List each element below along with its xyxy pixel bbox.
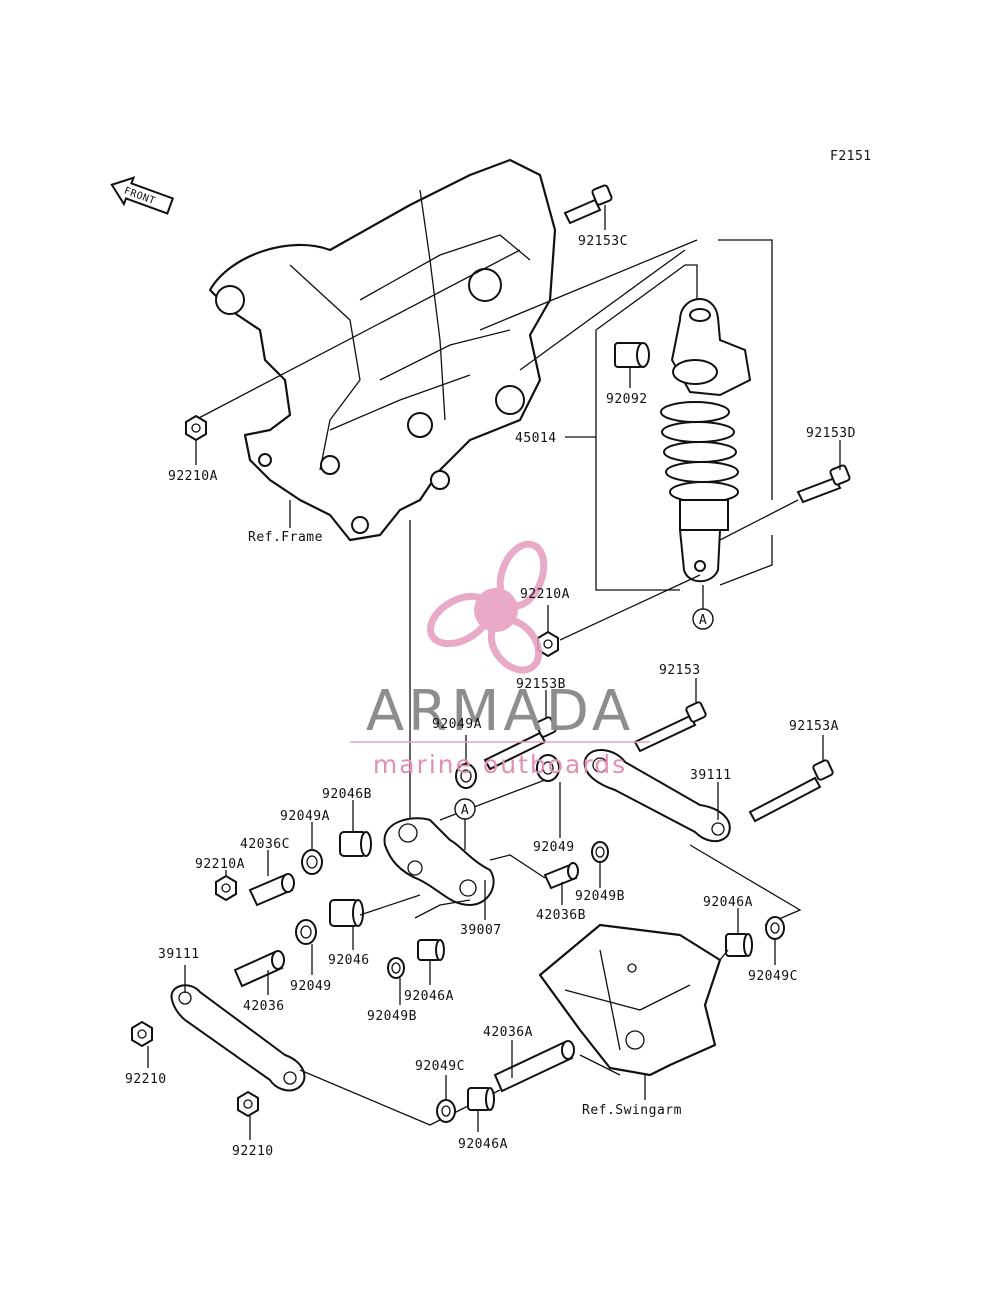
label-92049A-left: 92049A (280, 809, 330, 824)
label-92049A-top: 92049A (432, 717, 482, 732)
seal-92049 (536, 754, 560, 782)
seal-92049-lower (295, 919, 317, 945)
label-92153C: 92153C (578, 234, 628, 249)
rocker-arm-39007 (383, 817, 495, 907)
label-39111-left: 39111 (158, 947, 200, 962)
armada-watermark: ARMADA marine outboards (350, 540, 650, 779)
label-42036: 42036 (243, 999, 285, 1014)
nut-92210A-left (215, 874, 237, 902)
bolt-92153 (633, 701, 707, 753)
collar-42036B (543, 862, 579, 890)
label-92210A-mid: 92210A (520, 587, 570, 602)
label-92092: 92092 (606, 392, 648, 407)
seal-92049C-lower (436, 1099, 456, 1123)
label-92046A-lower: 92046A (458, 1137, 508, 1152)
frame-drawing (208, 158, 557, 542)
figure-code: F2151 (830, 149, 872, 164)
label-39111-right: 39111 (690, 768, 732, 783)
seal-92049A-left (301, 849, 323, 875)
seal-92049B-lower (387, 957, 405, 979)
label-45014: 45014 (515, 431, 557, 446)
needle-bearing-92046B (339, 831, 372, 857)
watermark-brand: ARMADA (366, 679, 634, 744)
bolt-92153D (796, 464, 851, 504)
bolt-92153A (748, 759, 834, 823)
needle-bearing-92046A-right (725, 933, 753, 957)
label-42036B: 42036B (536, 908, 586, 923)
label-92153D: 92153D (806, 426, 856, 441)
label-92210A-left: 92210A (195, 857, 245, 872)
collar-42036A (493, 1040, 575, 1093)
label-42036A: 42036A (483, 1025, 533, 1040)
label-92210A-top: 92210A (168, 469, 218, 484)
part-labels: 92153C 92092 92153D 45014 92210A Ref.Fra… (125, 234, 856, 1159)
label-39007: 39007 (460, 923, 502, 938)
collar-42036C (248, 873, 295, 907)
label-92049B: 92049B (575, 889, 625, 904)
needle-bearing-92046 (329, 899, 364, 927)
label-42036C: 42036C (240, 837, 290, 852)
label-92049C-lower: 92049C (415, 1059, 465, 1074)
label-92049: 92049 (533, 840, 575, 855)
tie-rod-39111-right (583, 749, 731, 843)
bolt-92153C (563, 184, 613, 225)
label-92210-lower: 92210 (232, 1144, 274, 1159)
shock-absorber-drawing (660, 298, 752, 583)
tie-rod-39111-left (170, 984, 306, 1092)
svg-text:A: A (461, 803, 469, 818)
label-92046: 92046 (328, 953, 370, 968)
label-92046A-right: 92046A (703, 895, 753, 910)
label-ref-frame: Ref.Frame (248, 530, 323, 545)
nut-92210-lower (237, 1090, 259, 1118)
collar-42036 (233, 950, 285, 988)
label-92049-lower: 92049 (290, 979, 332, 994)
label-92049B-lower: 92049B (367, 1009, 417, 1024)
seal-92049B (591, 841, 609, 863)
collar-92092 (614, 342, 650, 368)
needle-bearing-92046A-mid (417, 939, 445, 961)
label-92046B: 92046B (322, 787, 372, 802)
propeller-logo-icon (427, 540, 548, 674)
label-92049C-right: 92049C (748, 969, 798, 984)
svg-text:A: A (699, 613, 707, 628)
label-ref-swingarm: Ref.Swingarm (582, 1103, 682, 1118)
callout-A-lower: A (454, 798, 476, 820)
needle-bearing-92046A-lower (467, 1087, 495, 1111)
nut-92210-left (131, 1020, 153, 1048)
label-92153A: 92153A (789, 719, 839, 734)
label-92153: 92153 (659, 663, 701, 678)
nut-92210A-top (185, 414, 207, 442)
callout-A-upper: A (692, 608, 714, 630)
seal-92049C-right (765, 916, 785, 940)
watermark-tagline: marine outboards (373, 750, 627, 779)
label-92153B: 92153B (516, 677, 566, 692)
swingarm-drawing (538, 923, 722, 1077)
front-arrow-icon: FRONT (110, 176, 175, 215)
label-92210-left: 92210 (125, 1072, 167, 1087)
label-92046A-mid: 92046A (404, 989, 454, 1004)
